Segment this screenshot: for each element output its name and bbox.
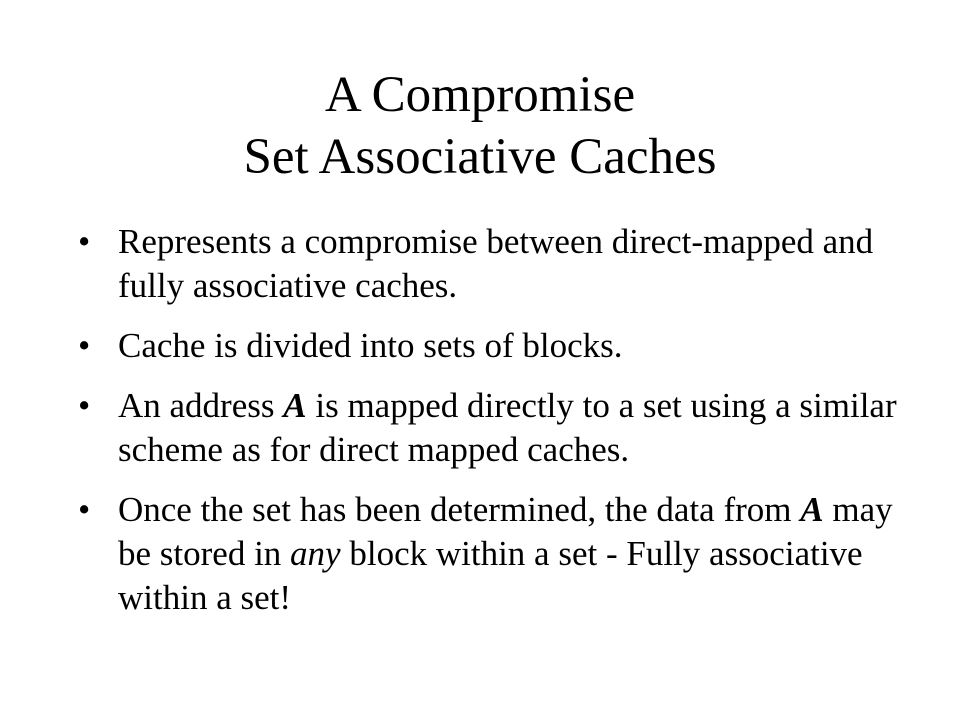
bullet-text-part: is mapped directly to a set using a simi… bbox=[118, 386, 897, 469]
bullet-text-part: Once the set has been determined, the da… bbox=[118, 490, 801, 529]
bullet-text-part: An address bbox=[118, 386, 284, 425]
bullet-list: • Represents a compromise between direct… bbox=[78, 220, 908, 636]
title-line-2: Set Associative Caches bbox=[243, 129, 717, 185]
bullet-text: An address A is mapped directly to a set… bbox=[118, 386, 897, 469]
bullet-dot: • bbox=[78, 490, 91, 529]
bullet-item-3: • An address A is mapped directly to a s… bbox=[78, 384, 908, 472]
slide-title: A Compromise Set Associative Caches bbox=[0, 64, 960, 188]
address-variable: A bbox=[800, 490, 824, 529]
emphasis-any: any bbox=[290, 534, 341, 573]
bullet-item-4: • Once the set has been determined, the … bbox=[78, 488, 908, 620]
title-line-1: A Compromise bbox=[324, 67, 636, 123]
bullet-dot: • bbox=[78, 386, 91, 425]
address-variable: A bbox=[283, 386, 307, 425]
bullet-text: Cache is divided into sets of blocks. bbox=[118, 326, 623, 365]
bullet-dot: • bbox=[78, 222, 91, 261]
bullet-text: Represents a compromise between direct-m… bbox=[118, 222, 874, 305]
bullet-dot: • bbox=[78, 326, 91, 365]
bullet-text-part: block within a set - Fully associative w… bbox=[118, 534, 863, 617]
bullet-item-1: • Represents a compromise between direct… bbox=[78, 220, 908, 308]
bullet-text: Once the set has been determined, the da… bbox=[118, 490, 893, 617]
bullet-item-2: • Cache is divided into sets of blocks. bbox=[78, 324, 908, 368]
bullet-text-part: may be stored in bbox=[118, 490, 893, 573]
